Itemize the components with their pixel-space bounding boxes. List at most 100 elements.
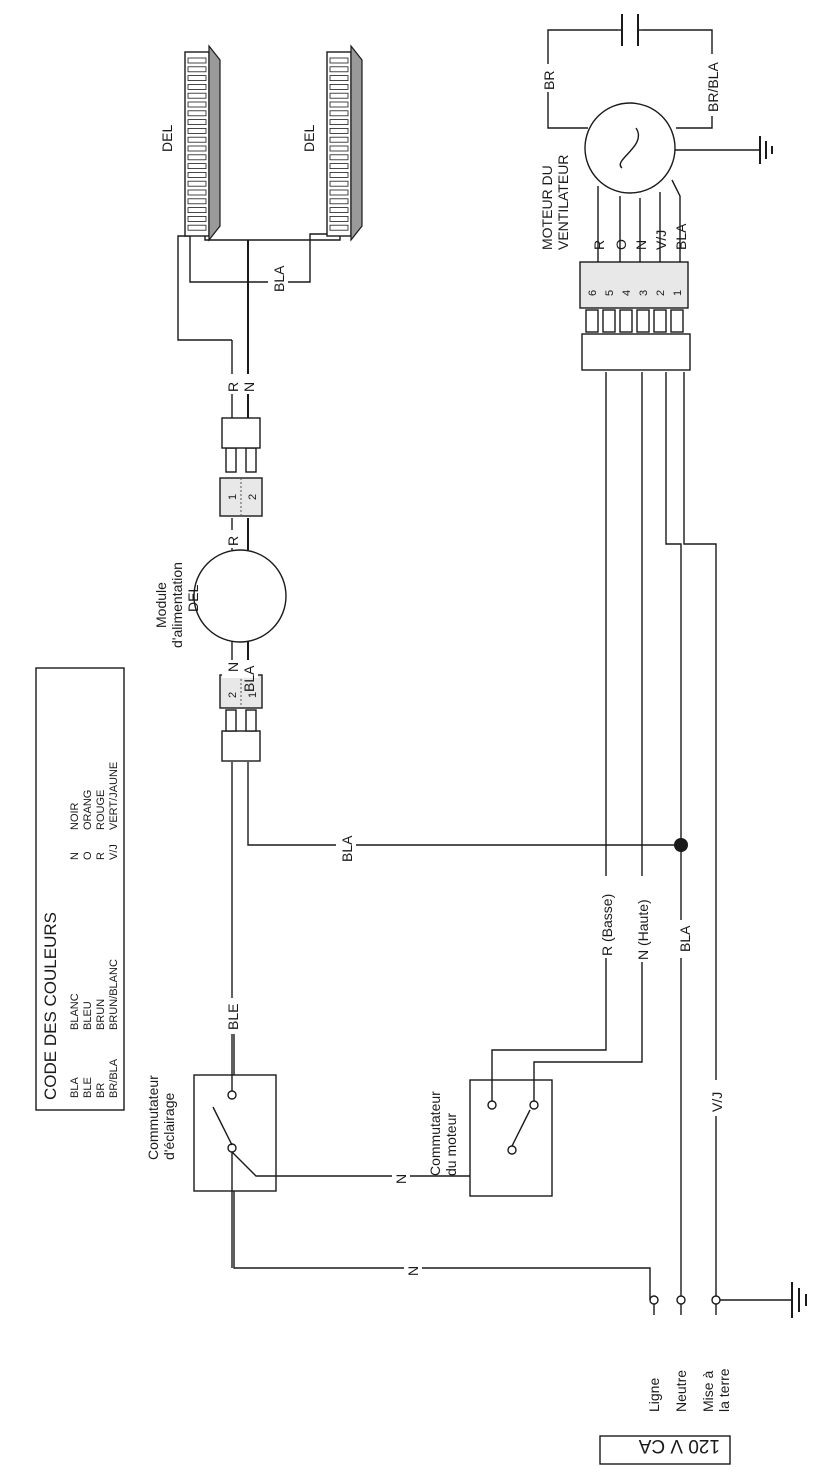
connector-pin bbox=[225, 709, 237, 732]
label-bg bbox=[222, 530, 242, 548]
motor-switch-label-1: Commutateur bbox=[427, 1091, 443, 1176]
led-2-label: DEL bbox=[301, 125, 317, 152]
led-n-branch-2 bbox=[248, 236, 341, 241]
led-diode bbox=[187, 136, 207, 143]
led-diode bbox=[329, 207, 349, 214]
connector-pin-label: 1 bbox=[247, 692, 259, 698]
connector-plug bbox=[581, 333, 691, 371]
connector-pin bbox=[636, 309, 650, 333]
bla-junction-wire bbox=[247, 762, 681, 846]
legend-box bbox=[35, 667, 125, 1111]
light-switch: Commutateur d'éclairage bbox=[145, 1030, 277, 1268]
led-bla-branch bbox=[189, 233, 330, 283]
led-diode bbox=[187, 57, 207, 64]
led-diode bbox=[329, 101, 349, 108]
led-module-label-2: d'alimentation bbox=[169, 562, 185, 648]
wire-label-r: R bbox=[225, 382, 241, 392]
wire-label-n: N bbox=[393, 1174, 409, 1184]
legend-name: BLEU bbox=[82, 1001, 94, 1030]
legend-name: ORANG bbox=[82, 790, 94, 830]
led-diode bbox=[329, 189, 349, 196]
wire-label-bla: BLA bbox=[271, 265, 287, 292]
legend-name: BLANC bbox=[69, 993, 81, 1030]
motor-switch-box bbox=[469, 1079, 553, 1197]
led-array-2: DEL bbox=[301, 44, 363, 242]
led-connector-b: 1 2 bbox=[219, 417, 263, 517]
led-diode bbox=[329, 84, 349, 90]
led-diode bbox=[187, 215, 207, 222]
legend-name: ROUGE bbox=[95, 790, 107, 830]
motor-lead-bla bbox=[671, 179, 681, 262]
label-bg bbox=[336, 826, 356, 864]
connector-pin bbox=[653, 309, 667, 333]
led-strip bbox=[326, 51, 352, 237]
switch-lever bbox=[511, 1109, 531, 1147]
led-diode bbox=[187, 189, 207, 196]
wire-label-vj: V/J bbox=[709, 1092, 725, 1112]
neutral-label: Neutre bbox=[673, 1370, 689, 1412]
switch-contact bbox=[487, 1100, 497, 1110]
wire-label-bla: BLA bbox=[677, 925, 693, 952]
connector-pin-label: 5 bbox=[604, 290, 616, 296]
led-diode bbox=[187, 180, 207, 187]
label-bg bbox=[222, 660, 258, 678]
led-diode bbox=[329, 171, 349, 178]
motor-wire-label-vj: V/J bbox=[653, 230, 669, 250]
connector-plug bbox=[221, 417, 261, 449]
legend-code: O bbox=[82, 851, 94, 860]
led-array-1: DEL bbox=[159, 44, 221, 242]
connector-pin bbox=[602, 309, 616, 333]
legend-title: CODE DES COULEURS bbox=[41, 912, 60, 1100]
motor-winding-symbol bbox=[619, 127, 640, 169]
led-diode bbox=[329, 145, 349, 152]
label-bg bbox=[672, 920, 690, 958]
led-1-label: DEL bbox=[159, 125, 175, 152]
led-heatsink bbox=[208, 44, 221, 242]
led-diode bbox=[329, 110, 349, 117]
led-diode bbox=[187, 154, 207, 161]
led-diode bbox=[329, 119, 349, 125]
connector-pin bbox=[670, 309, 684, 333]
led-diode bbox=[187, 163, 207, 170]
label-bg bbox=[222, 998, 242, 1034]
wire-label-n: N bbox=[225, 662, 241, 672]
led-diode bbox=[329, 66, 349, 73]
neutral-wire bbox=[665, 372, 682, 1296]
label-bg bbox=[538, 64, 558, 92]
connector-pin bbox=[245, 709, 257, 732]
led-diode bbox=[329, 127, 349, 134]
switch-contact bbox=[529, 1100, 539, 1110]
led-diode bbox=[187, 101, 207, 108]
led-diode bbox=[329, 224, 349, 231]
motor-switch: Commutateur du moteur bbox=[427, 1079, 553, 1197]
led-r-branch bbox=[177, 235, 232, 341]
led-diode bbox=[187, 75, 207, 81]
led-module-label-1: Module bbox=[153, 582, 169, 628]
led-diode bbox=[329, 198, 349, 205]
switch-contact bbox=[227, 1143, 237, 1153]
connector-socket bbox=[579, 261, 689, 309]
wire-label-bla: BLA bbox=[339, 835, 355, 862]
line-terminal bbox=[649, 1295, 659, 1305]
led-diode bbox=[329, 92, 349, 99]
legend-code: R bbox=[95, 852, 107, 860]
led-diode bbox=[187, 127, 207, 134]
motor-wire-label-n: N bbox=[633, 240, 649, 250]
label-bg bbox=[702, 54, 722, 116]
legend-code: BR bbox=[95, 1083, 107, 1098]
led-diode bbox=[187, 207, 207, 214]
led-diode bbox=[187, 66, 207, 73]
neutral-terminal bbox=[676, 1295, 686, 1305]
switch-contact bbox=[227, 1090, 237, 1100]
power-supply: 120 V CA Ligne Neutre Mise à la terre bbox=[599, 1282, 807, 1465]
led-n-branch bbox=[204, 236, 248, 241]
connector-pin-label: 2 bbox=[247, 494, 259, 500]
motor-high-wire bbox=[533, 372, 643, 1101]
led-diode bbox=[329, 215, 349, 222]
legend-code: V/J bbox=[108, 844, 120, 860]
connector-pin-label: 3 bbox=[638, 290, 650, 296]
connector-pin-label: 4 bbox=[621, 290, 633, 296]
wire-label-ble: BLE bbox=[225, 1004, 241, 1030]
